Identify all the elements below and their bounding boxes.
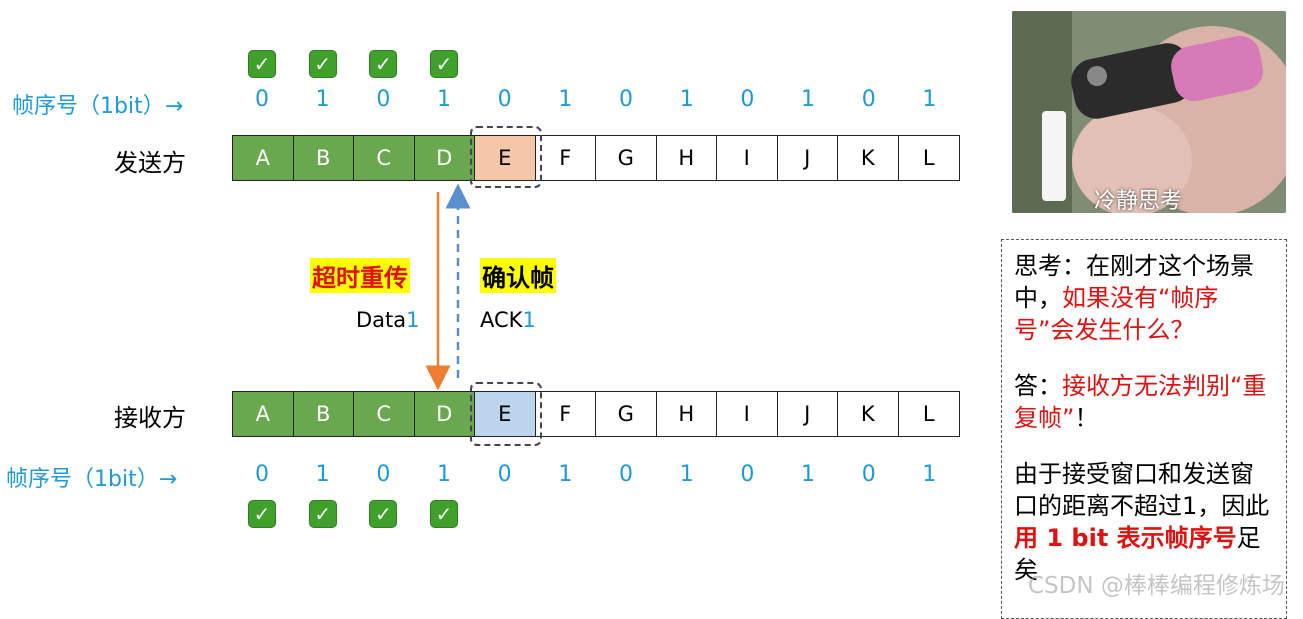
receiver-seq-number: 0 — [497, 462, 512, 487]
sender-current-frame-highlight — [470, 126, 542, 188]
sender-seq-number: 1 — [801, 87, 816, 112]
ack-message: ACK1 — [480, 308, 536, 332]
receiver-seq-number: 0 — [740, 462, 755, 487]
sender-frame: C — [354, 136, 415, 180]
receiver-seq-number: 1 — [437, 462, 451, 487]
retransmit-label: 超时重传 — [310, 258, 410, 293]
sender-seq-number: 1 — [315, 87, 330, 112]
sender-frame: L — [922, 146, 935, 170]
receiver-seq-number: 1 — [315, 462, 330, 487]
ack-frame-label: 确认帧 — [480, 258, 556, 293]
receiver-frame: J — [778, 392, 838, 436]
note-conclusion: 由于接受窗口和发送窗口的距离不超过1，因此用 1 bit 表示帧序号足矣 — [1014, 460, 1270, 584]
sender-frame: K — [838, 136, 899, 180]
sender-check-icon: ✓ — [308, 50, 337, 78]
receiver-frame: F — [536, 392, 596, 436]
receiver-frame: B — [293, 392, 354, 436]
sender-frame: B — [293, 136, 354, 180]
sender-frame: J — [778, 136, 838, 180]
receiver-frame: D — [414, 392, 475, 436]
note-answer: 答：接收方无法判别“重复帧”！ — [1014, 372, 1267, 432]
receiver-check-icon: ✓ — [308, 500, 337, 528]
meme-picture: 冷静思考 — [1012, 11, 1286, 213]
receiver-frame: I — [717, 392, 778, 436]
sender-frame: E — [475, 136, 536, 180]
sender-label: 发送方 — [114, 149, 186, 177]
note-question: 思考：在刚才这个场景中，如果没有“帧序号”会发生什么？ — [1014, 252, 1254, 344]
receiver-seq-label: 帧序号（1bit）→ — [6, 467, 178, 492]
sender-frame: A — [233, 136, 294, 180]
receiver-current-frame-highlight — [470, 382, 542, 446]
watermark: CSDN @棒棒编程修炼场 — [1028, 573, 1285, 599]
sender-check-icon: ✓ — [248, 50, 276, 78]
sender-frame: D — [414, 136, 475, 180]
picture-caption: 冷静思考 — [1094, 189, 1183, 213]
receiver-seq-number: 1 — [679, 462, 694, 487]
sender-seq-number: 0 — [255, 87, 269, 112]
receiver-seq-number: 0 — [376, 462, 391, 487]
receiver-seq-number: 0 — [861, 462, 876, 487]
receiver-label: 接收方 — [114, 404, 186, 432]
sender-seq-number: 0 — [376, 87, 391, 112]
sender-seq-number: 0 — [861, 87, 876, 112]
receiver-seq-number: 0 — [619, 462, 634, 487]
sender-seq-number: 0 — [497, 87, 512, 112]
sender-seq-number: 1 — [679, 87, 694, 112]
sender-check-icon: ✓ — [430, 50, 458, 78]
note-box: 思考：在刚才这个场景中，如果没有“帧序号”会发生什么？ 答：接收方无法判别“重复… — [1001, 239, 1287, 619]
receiver-frame: A — [233, 392, 294, 436]
receiver-seq-number: 0 — [255, 462, 269, 487]
sender-frame: H — [657, 136, 717, 180]
receiver-frame: L — [922, 402, 935, 426]
receiver-seq-number: 1 — [558, 462, 573, 487]
receiver-frame: C — [354, 392, 415, 436]
sender-seq-number: 0 — [619, 87, 634, 112]
receiver-check-icon: ✓ — [369, 500, 398, 528]
receiver-seq-number: 1 — [801, 462, 816, 487]
sender-seq-number: 0 — [740, 87, 755, 112]
receiver-frame: E — [475, 392, 536, 436]
receiver-seq-number: 1 — [922, 462, 937, 487]
receiver-check-icon: ✓ — [430, 500, 458, 528]
sender-seq-number: 1 — [558, 87, 573, 112]
sender-seq-number: 1 — [922, 87, 937, 112]
sender-seq-number: 1 — [437, 87, 451, 112]
arrows — [425, 183, 471, 391]
sender-frame: I — [717, 136, 778, 180]
receiver-check-icon: ✓ — [248, 500, 276, 528]
receiver-frame: G — [596, 392, 657, 436]
receiver-frame: K — [838, 392, 899, 436]
sender-frame: F — [536, 136, 596, 180]
sender-frame: G — [596, 136, 657, 180]
data-message: Data1 — [356, 308, 420, 332]
receiver-frame: H — [657, 392, 717, 436]
sender-seq-label: 帧序号（1bit）→ — [12, 94, 184, 119]
sender-check-icon: ✓ — [369, 50, 398, 78]
